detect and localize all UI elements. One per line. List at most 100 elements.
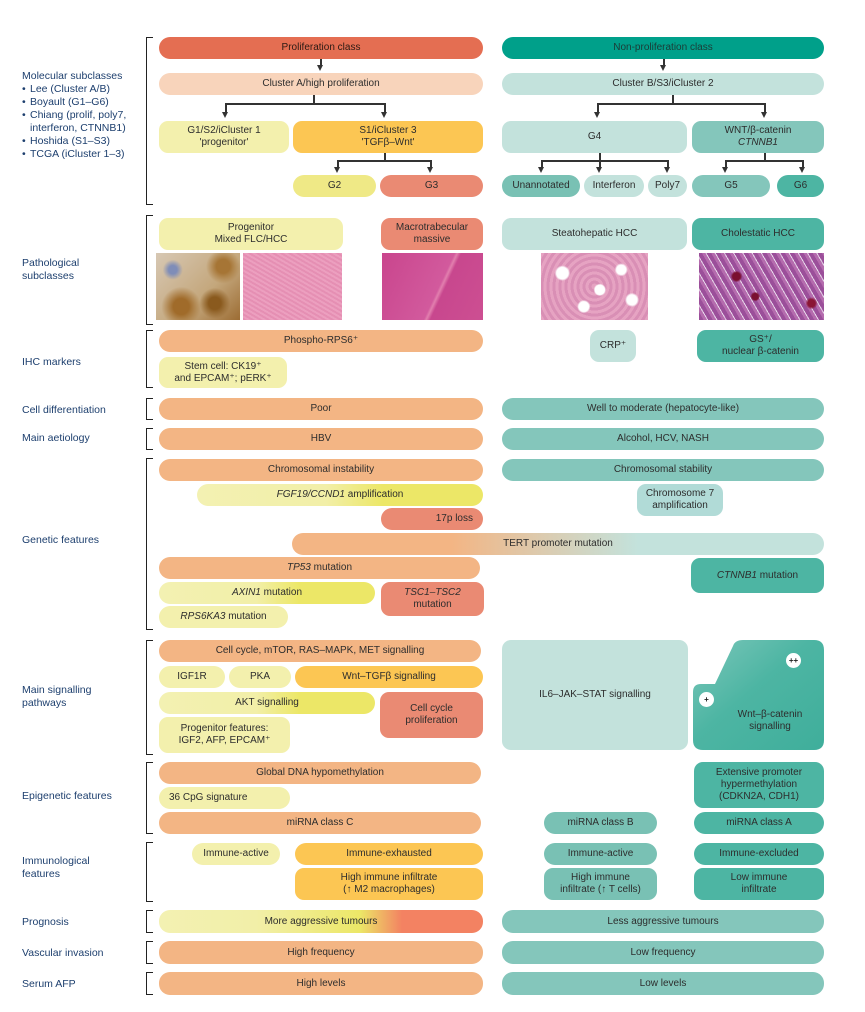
rps6ka3-mutation: RPS6KA3 mutation	[159, 606, 288, 628]
fgf19-gene: FGF19/CCND1	[276, 489, 345, 500]
row-label-prognosis: Prognosis	[22, 916, 69, 928]
bracket	[146, 37, 153, 205]
rps6ka3-gene: RPS6KA3	[180, 611, 226, 622]
wnt-label: WNT/β-catenin	[724, 125, 792, 136]
gs-beta-catenin-marker: GS⁺/ nuclear β-catenin	[697, 330, 824, 362]
vascular-high-frequency: High frequency	[159, 941, 483, 964]
plus-badge: +	[699, 692, 714, 707]
immune-active-left: Immune-active	[192, 843, 280, 865]
bracket	[146, 428, 153, 450]
phospho-rps6: Phospho-RPS6⁺	[159, 330, 483, 352]
immune-active-right: Immune-active	[544, 843, 657, 865]
row-label-aetiology: Main aetiology	[22, 432, 90, 444]
arrow-head	[722, 167, 728, 173]
low-immune-infiltrate: Low immune infiltrate	[694, 868, 824, 900]
row-label-immunological: Immunological features	[22, 855, 90, 880]
tsc-gene: TSC1–TSC2	[404, 587, 461, 598]
tert-promoter-mutation: TERT promoter mutation	[292, 533, 824, 555]
arrow-line	[764, 153, 766, 161]
high-immune-infiltrate-m2: High immune infiltrate (↑ M2 macrophages…	[295, 868, 483, 900]
tp53-mutation: TP53 mutation	[159, 557, 480, 579]
wnt-beta-catenin: WNT/β-catenin CTNNB1	[692, 121, 824, 153]
cluster-b: Cluster B/S3/iCluster 2	[502, 73, 824, 95]
arrow-line	[430, 160, 432, 169]
bracket	[146, 458, 153, 630]
bracket	[146, 398, 153, 420]
extensive-promoter-hypermethylation: Extensive promoter hypermethylation (CDK…	[694, 762, 824, 808]
bracket	[146, 941, 153, 964]
stem-cell-markers: Stem cell: CK19⁺ and EPCAM⁺; pERK⁺	[159, 357, 287, 388]
chromosomal-instability: Chromosomal instability	[159, 459, 483, 481]
poly7: Poly7	[648, 175, 687, 197]
steatohepatic-hcc: Steatohepatic HCC	[502, 218, 687, 250]
arrow-line	[599, 153, 601, 161]
row-label-afp: Serum AFP	[22, 978, 76, 990]
tp53-gene: TP53	[286, 562, 311, 573]
aetiology-alcohol: Alcohol, HCV, NASH	[502, 428, 824, 450]
non-proliferation-class: Non-proliferation class	[502, 37, 824, 59]
prognosis-more-aggressive: More aggressive tumours	[159, 910, 483, 933]
cholestatic-hcc: Cholestatic HCC	[692, 218, 824, 250]
arrow-line	[541, 160, 543, 169]
arrow-line	[320, 59, 322, 67]
g3: G3	[380, 175, 483, 197]
arrow-line	[597, 103, 765, 105]
bracket	[146, 972, 153, 995]
cell-cycle-proliferation: Cell cycle proliferation	[380, 692, 483, 738]
differentiation-well: Well to moderate (hepatocyte-like)	[502, 398, 824, 420]
aetiology-hbv: HBV	[159, 428, 483, 450]
bracket	[146, 842, 153, 902]
arrow-line	[667, 160, 669, 169]
arrow-line	[802, 160, 804, 169]
arrow-head	[381, 112, 387, 118]
arrow-head	[594, 112, 600, 118]
fgf19-ccnd1-amplification: FGF19/CCND1 amplification	[197, 484, 483, 506]
fgf19-suffix: amplification	[345, 489, 404, 500]
arrow-line	[597, 103, 599, 114]
mirna-class-b: miRNA class B	[544, 812, 657, 834]
arrow-head	[427, 167, 433, 173]
list-item: Chiang (prolif, poly7, interferon, CTNNB…	[22, 109, 142, 135]
bracket	[146, 215, 153, 325]
row-label-molecular: Molecular subclasses Lee (Cluster A/B) B…	[22, 70, 142, 161]
rps6ka3-suffix: mutation	[225, 611, 267, 622]
arrow-line	[725, 160, 727, 169]
arrow-head	[660, 65, 666, 71]
bracket	[146, 910, 153, 933]
differentiation-poor: Poor	[159, 398, 483, 420]
vascular-low-frequency: Low frequency	[502, 941, 824, 964]
arrow-line	[225, 103, 385, 105]
g1-progenitor: G1/S2/iCluster 1 'progenitor'	[159, 121, 289, 153]
molecular-label-title: Molecular subclasses	[22, 70, 123, 82]
wnt-beta-catenin-signalling: Wnt–β-catenin signalling	[737, 709, 803, 732]
macrotrabecular-massive: Macrotrabecular massive	[381, 218, 483, 250]
row-label-epigenetic: Epigenetic features	[22, 790, 112, 802]
tp53-suffix: mutation	[310, 562, 353, 573]
progenitor-mixed-flc-hcc: Progenitor Mixed FLC/HCC	[159, 218, 343, 250]
bracket	[146, 330, 153, 388]
arrow-line	[225, 103, 227, 114]
36-cpg-signature: 36 CpG signature	[159, 787, 290, 809]
g6: G6	[777, 175, 824, 197]
interferon: Interferon	[584, 175, 644, 197]
ctnnb1-gene: CTNNB1	[716, 569, 757, 581]
arrow-line	[672, 95, 674, 104]
mirna-class-a: miRNA class A	[694, 812, 824, 834]
arrow-head	[596, 167, 602, 173]
arrow-line	[764, 103, 766, 114]
wnt-tgfb-signalling: Wnt–TGFβ signalling	[295, 666, 483, 688]
ctnnb1-label: CTNNB1	[737, 137, 778, 148]
g4: G4	[502, 121, 687, 153]
afp-high-levels: High levels	[159, 972, 483, 995]
g5: G5	[692, 175, 770, 197]
row-label-differentiation: Cell differentiation	[22, 404, 106, 416]
17p-loss: 17p loss	[381, 508, 483, 530]
bracket	[146, 762, 153, 834]
histology-image-cholestatic	[699, 253, 824, 320]
arrow-head	[538, 167, 544, 173]
axin1-suffix: mutation	[260, 587, 303, 598]
proliferation-class: Proliferation class	[159, 37, 483, 59]
arrow-line	[725, 160, 803, 162]
chromosome-7-amplification: Chromosome 7 amplification	[637, 484, 723, 516]
afp-low-levels: Low levels	[502, 972, 824, 995]
